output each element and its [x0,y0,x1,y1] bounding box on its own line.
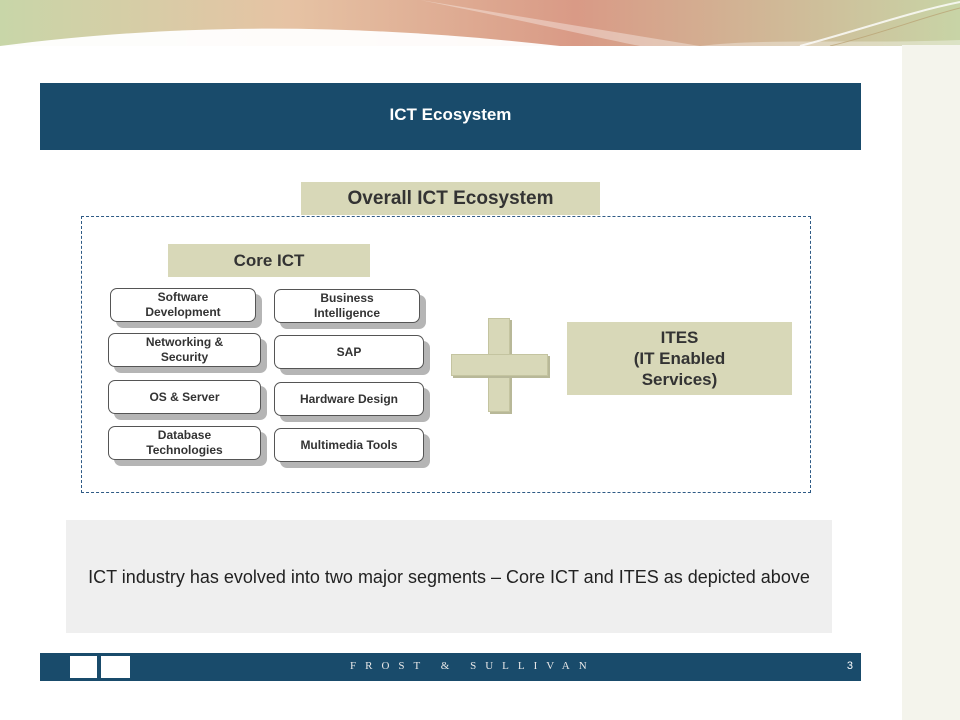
footer-brand: FROST & SULLIVAN [350,660,596,672]
msc-logo [70,656,97,678]
header-swoosh-decoration [0,0,960,46]
overall-ecosystem-title: Overall ICT Ecosystem [301,182,600,215]
core-item-hardware-design: Hardware Design [274,382,424,416]
core-item-business-intelligence: Business Intelligence [274,289,420,323]
partner-logo [101,656,130,678]
core-item-os-server: OS & Server [108,380,261,414]
core-item-database-technologies: Database Technologies [108,426,261,460]
page-number: 3 [846,660,853,672]
footer-bar: FROST & SULLIVAN 3 [40,653,861,681]
core-item-networking-security: Networking & Security [108,333,261,367]
core-item-sap: SAP [274,335,424,369]
core-ict-title: Core ICT [168,244,370,277]
title-bar: ICT Ecosystem [40,83,861,150]
ites-box: ITES (IT Enabled Services) [567,322,792,395]
right-edge-strip [902,45,960,720]
core-item-multimedia-tools: Multimedia Tools [274,428,424,462]
page-title: ICT Ecosystem [389,105,512,124]
caption-text: ICT industry has evolved into two major … [66,520,832,633]
ecosystem-dashed-container [81,216,811,493]
core-item-software-development: Software Development [110,288,256,322]
